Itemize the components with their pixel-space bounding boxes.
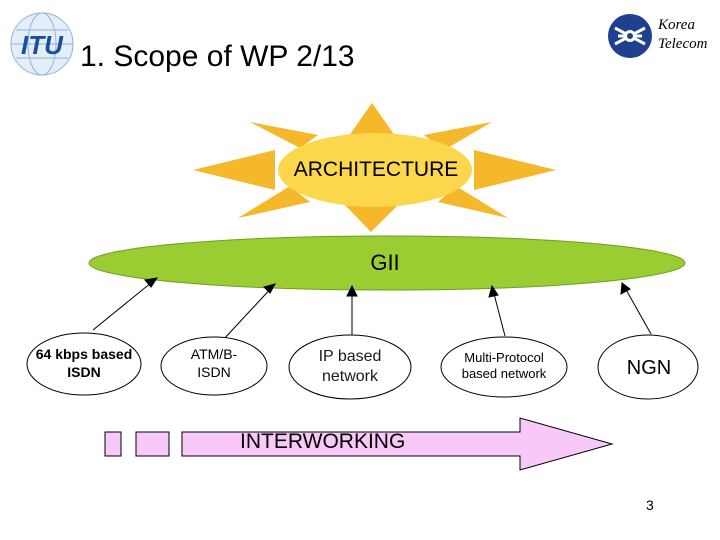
- sun-ray-right: [474, 150, 556, 190]
- kt-line-1: Korea: [658, 17, 695, 33]
- interworking-box-small-2: [135, 431, 170, 457]
- gii-ellipse: [88, 235, 686, 291]
- interworking-box-small-1: [104, 431, 122, 457]
- kt-line-2: Telecom: [658, 36, 708, 52]
- korea-telecom-logo: [608, 14, 652, 58]
- arrow-ngn-gii: [623, 285, 652, 335]
- architecture-sun: [278, 133, 472, 207]
- connection-arrows: [92, 277, 652, 341]
- arrowhead-4: [488, 284, 499, 298]
- interworking-label: INTERWORKING: [240, 430, 406, 453]
- sun-ray-top: [346, 103, 398, 140]
- node-line-1: Multi-Protocol: [464, 350, 544, 365]
- node-line-2: ISDN: [67, 364, 101, 380]
- node-ip-network: IP based network: [292, 347, 408, 387]
- node-atm-bisdn: ATM/B- ISDN: [170, 345, 258, 381]
- arrow-multiprotocol-gii: [492, 289, 506, 337]
- page-number: 3: [646, 497, 654, 513]
- node-ellipse-isdn: [26, 332, 142, 396]
- node-line-2: based network: [461, 366, 547, 381]
- node-ngn: NGN: [602, 355, 696, 381]
- itu-logo-text: ITU: [21, 30, 64, 60]
- node-multiprotocol-network: Multi-Protocol based network: [444, 350, 564, 382]
- node-line-1: ATM/B-: [190, 346, 238, 362]
- node-ellipse-multiprotocol: [440, 336, 568, 398]
- node-isdn-64kbps: 64 kbps based ISDN: [28, 345, 140, 381]
- node-line-2: network: [321, 368, 379, 385]
- arrowhead-5: [620, 282, 631, 295]
- node-line-1: NGN: [626, 357, 672, 379]
- sun-rays: [193, 103, 556, 232]
- sun-ray-bottom: [343, 203, 400, 232]
- arrow-atm-gii: [222, 283, 276, 341]
- sun-ray-left: [193, 150, 275, 190]
- arrowhead-2: [263, 283, 277, 294]
- sun-ray-lower-left: [238, 186, 310, 218]
- sun-ray-lower-right: [438, 186, 508, 218]
- node-ellipse-atm: [160, 336, 268, 396]
- sun-ray-upper-left: [250, 122, 318, 148]
- node-line-1: IP based: [318, 348, 382, 365]
- architecture-label: ARCHITECTURE: [293, 158, 459, 181]
- itu-logo: ITU: [10, 12, 74, 76]
- interworking-arrow: [181, 417, 614, 471]
- arrow-isdn-gii: [92, 277, 158, 331]
- node-line-1: 64 kbps based: [35, 346, 133, 362]
- node-line-2: ISDN: [197, 364, 231, 380]
- node-ellipse-ngn: [597, 334, 699, 400]
- arrowhead-3: [346, 284, 358, 297]
- korea-telecom-wordmark: Korea Telecom: [658, 16, 707, 54]
- gii-label: GII: [370, 250, 400, 275]
- arrowhead-1: [144, 277, 159, 288]
- node-ellipse-ip: [288, 334, 412, 400]
- slide-title: 1. Scope of WP 2/13: [80, 40, 355, 73]
